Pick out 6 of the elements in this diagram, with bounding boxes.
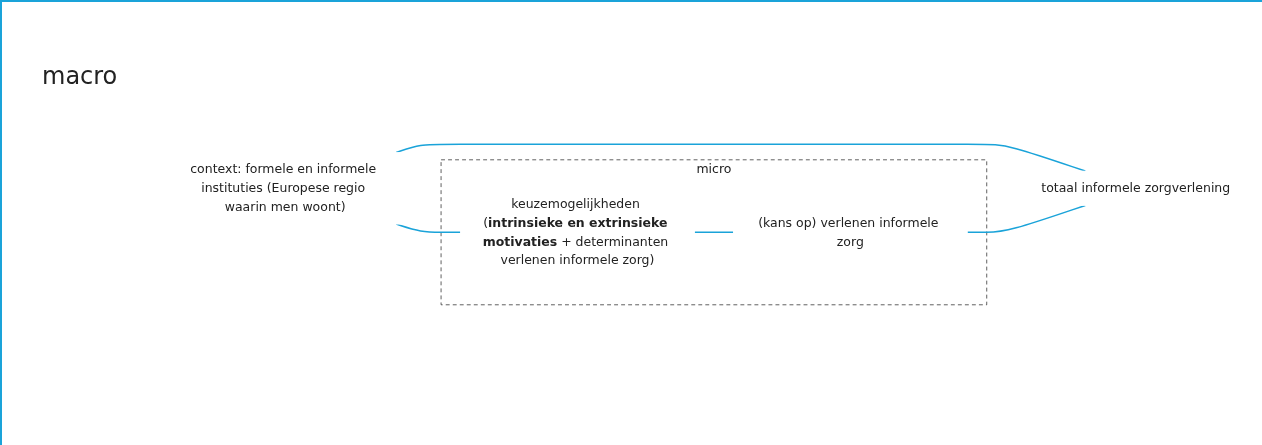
node-text: totaal informele zorgverlening bbox=[1041, 180, 1231, 196]
node-text: (kans op) verlenen informele zorg bbox=[758, 215, 939, 249]
connector bbox=[693, 231, 735, 234]
node-text: keuzemogelijkheden (intrinsieke en extrinsieke motivaties + determinanten verlenen informele zorg) bbox=[482, 196, 669, 268]
node-text: context: formele en informele instituties (Europese regio waarin men woont) bbox=[190, 161, 377, 214]
level-label: macro bbox=[42, 62, 118, 90]
